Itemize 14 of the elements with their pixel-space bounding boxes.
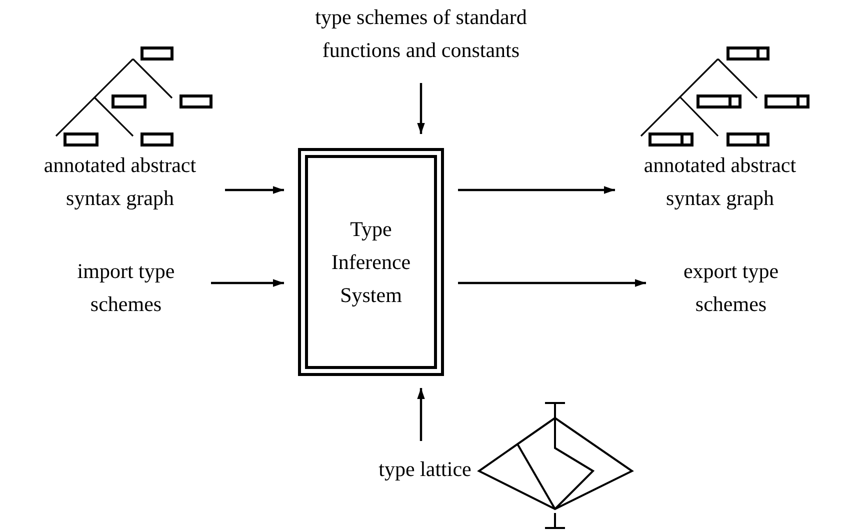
input-output-label: export type schemes (656, 255, 806, 321)
arrow (417, 388, 425, 441)
input-output-label: import type schemes (51, 255, 201, 321)
box-title: Type Inference System (330, 216, 412, 308)
process-box (298, 148, 444, 376)
arrow (225, 186, 284, 194)
arrow (458, 279, 646, 287)
input-output-label: annotated abstract syntax graph (25, 149, 215, 215)
input-output-label: type lattice (365, 453, 485, 486)
arrow (458, 186, 615, 194)
arrow (211, 279, 284, 287)
input-output-label: type schemes of standard functions and constants (286, 1, 556, 67)
input-output-label: annotated abstract syntax graph (625, 149, 815, 215)
arrow (417, 83, 425, 134)
